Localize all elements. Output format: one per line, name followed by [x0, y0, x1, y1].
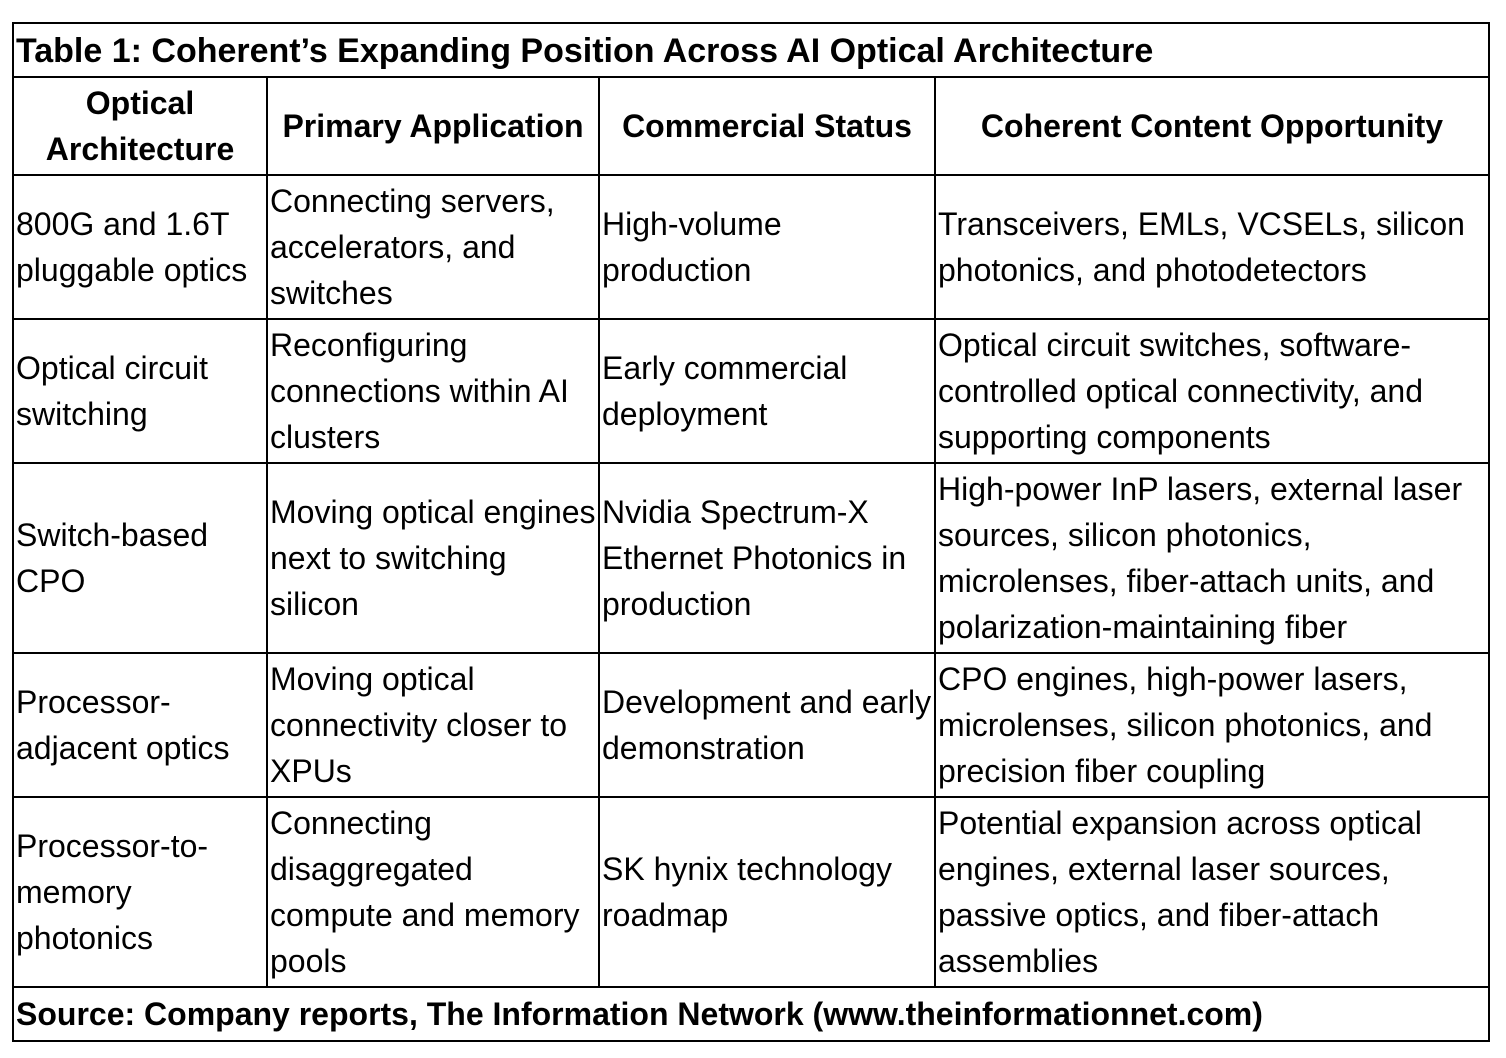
table-cell-architecture: 800G and 1.6T pluggable optics — [12, 174, 268, 320]
table-title-row: Table 1: Coherent’s Expanding Position A… — [11, 22, 1491, 78]
table-cell-architecture: Processor-to-memory photonics — [12, 796, 268, 988]
table-cell-architecture: Processor-adjacent optics — [12, 652, 268, 798]
table-row: Processor-adjacent optics Moving optical… — [12, 652, 1491, 798]
table-cell-architecture: Switch-based CPO — [12, 462, 268, 654]
column-header-optical-architecture: Optical Architecture — [12, 76, 268, 176]
column-header-primary-application: Primary Application — [266, 76, 600, 176]
table-cell-status: SK hynix technology roadmap — [598, 796, 936, 988]
table-row: Optical circuit switching Reconfiguring … — [12, 318, 1491, 464]
table-cell-opportunity: Optical circuit switches, software-contr… — [933, 318, 1491, 464]
table-cell-status: Development and early demonstration — [598, 652, 936, 798]
table-cell-application: Moving optical connectivity closer to XP… — [266, 652, 600, 798]
table-header-row: Optical Architecture Primary Application… — [12, 76, 1491, 176]
table-row: 800G and 1.6T pluggable optics Connectin… — [12, 174, 1491, 320]
table-cell-opportunity: Transceivers, EMLs, VCSELs, silicon phot… — [933, 174, 1491, 320]
table-cell-opportunity: Potential expansion across optical engin… — [933, 796, 1491, 988]
table-cell-application: Connecting disaggregated compute and mem… — [266, 796, 600, 988]
coherent-optical-architecture-table: Table 1: Coherent’s Expanding Position A… — [11, 22, 1491, 1042]
table-cell-status: High-volume production — [598, 174, 936, 320]
column-header-commercial-status: Commercial Status — [598, 76, 936, 176]
column-header-content-opportunity: Coherent Content Opportunity — [933, 76, 1491, 176]
table-row: Processor-to-memory photonics Connecting… — [12, 796, 1491, 988]
table-cell-status: Early commercial deployment — [598, 318, 936, 464]
table-cell-opportunity: CPO engines, high-power lasers, microlen… — [933, 652, 1491, 798]
table-source-note: Source: Company reports, The Information… — [11, 986, 1491, 1042]
table-cell-opportunity: High-power InP lasers, external laser so… — [933, 462, 1491, 654]
table-cell-architecture: Optical circuit switching — [12, 318, 268, 464]
data-table-container: Table 1: Coherent’s Expanding Position A… — [11, 22, 1491, 1042]
table-row: Switch-based CPO Moving optical engines … — [12, 462, 1491, 654]
table-source-row: Source: Company reports, The Information… — [11, 986, 1491, 1042]
table-cell-application: Moving optical engines next to switching… — [266, 462, 600, 654]
table-cell-status: Nvidia Spectrum-X Ethernet Photonics in … — [598, 462, 936, 654]
table-cell-application: Reconfiguring connections within AI clus… — [266, 318, 600, 464]
table-title: Table 1: Coherent’s Expanding Position A… — [11, 22, 1491, 78]
table-cell-application: Connecting servers, accelerators, and sw… — [266, 174, 600, 320]
